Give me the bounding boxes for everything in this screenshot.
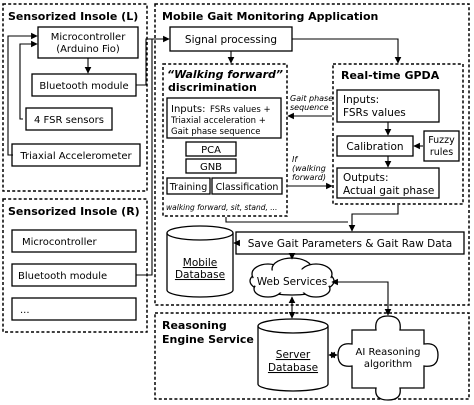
fuzzy-rules-sublabel: rules bbox=[430, 147, 453, 158]
microcontroller-right-label: Microcontroller bbox=[22, 237, 98, 248]
ellipsis-box bbox=[11, 297, 137, 321]
fuzzy-rules-label: Fuzzy bbox=[428, 135, 455, 146]
if-forward-label: forward) bbox=[292, 173, 326, 182]
mobile-app-panel bbox=[154, 3, 470, 306]
puzzle-piece-icon bbox=[337, 315, 439, 401]
gait-phase-label: Gait phase bbox=[290, 94, 333, 103]
gnb-box bbox=[185, 158, 237, 174]
insole-left-title: Sensorized Insole (L) bbox=[8, 10, 138, 23]
fsr-sensors-label: 4 FSR sensors bbox=[34, 115, 104, 126]
insole-right-panel bbox=[2, 198, 148, 333]
gpda-outputs-value: Actual gait phase bbox=[343, 185, 434, 197]
walking-forward-subtitle: discrimination bbox=[168, 81, 257, 94]
mobile-database-sublabel: Database bbox=[175, 269, 225, 281]
walking-forward-panel bbox=[162, 63, 288, 217]
microcontroller-right-box bbox=[11, 229, 137, 253]
calibration-box bbox=[336, 135, 414, 157]
microcontroller-left-sublabel: (Arduino Fio) bbox=[56, 44, 120, 55]
ellipsis-label: ... bbox=[20, 305, 30, 316]
ai-reasoning-label: AI Reasoning bbox=[356, 347, 421, 358]
save-data-label: Save Gait Parameters & Gait Raw Data bbox=[248, 238, 452, 250]
fuzzy-rules-box bbox=[423, 130, 460, 162]
gpda-inputs-box bbox=[336, 89, 440, 123]
mobile-database-label: Mobile bbox=[183, 257, 217, 269]
arrow-wf-to-save bbox=[225, 217, 348, 223]
wf-inputs-line3: Gait phase sequence bbox=[171, 127, 261, 137]
activities-label: walking forward, sit, stand, ... bbox=[166, 203, 277, 212]
insole-right-title: Sensorized Insole (R) bbox=[8, 205, 140, 218]
fsr-sensors-box bbox=[25, 107, 113, 131]
wf-inputs-box bbox=[166, 97, 282, 139]
walking-forward-title: “Walking forward” bbox=[167, 68, 283, 81]
arrow-accel-to-mcu bbox=[7, 32, 38, 156]
training-box bbox=[166, 177, 211, 195]
if-label: If bbox=[292, 155, 298, 164]
ai-reasoning-sublabel: algorithm bbox=[364, 359, 412, 370]
pca-box bbox=[185, 141, 237, 157]
insole-left-panel bbox=[2, 3, 148, 192]
classification-label: Classification bbox=[216, 182, 279, 193]
wf-inputs-line2: Triaxial acceleration + bbox=[170, 116, 266, 126]
reasoning-engine-subtitle: Engine Service bbox=[162, 333, 254, 346]
gpda-panel bbox=[332, 63, 464, 205]
training-label: Training bbox=[169, 182, 208, 193]
microcontroller-left-box bbox=[37, 26, 139, 59]
bluetooth-right-label: Bluetooth module bbox=[18, 271, 107, 282]
pca-label: PCA bbox=[201, 145, 221, 156]
gpda-outputs-box bbox=[336, 167, 440, 199]
calibration-label: Calibration bbox=[346, 141, 403, 153]
reasoning-engine-title: Reasoning bbox=[162, 319, 227, 332]
arrow-bluetooth-left-to-signal bbox=[136, 35, 170, 86]
mobile-database-icon bbox=[166, 225, 234, 298]
arrow-web-ai bbox=[331, 278, 392, 316]
classification-box bbox=[211, 177, 283, 195]
server-database-label: Server bbox=[276, 349, 311, 361]
wf-inputs-label: Inputs: bbox=[171, 104, 205, 115]
arrow-fsr-to-mcu bbox=[19, 40, 38, 120]
accelerometer-label: Triaxial Accelerometer bbox=[19, 151, 132, 162]
server-database-sublabel: Database bbox=[268, 362, 318, 374]
reasoning-engine-panel bbox=[154, 312, 470, 400]
server-database-icon bbox=[257, 318, 329, 392]
bluetooth-left-label: Bluetooth module bbox=[39, 81, 128, 92]
if-walking-label: (walking bbox=[292, 164, 326, 173]
mobile-app-title: Mobile Gait Monitoring Application bbox=[162, 10, 378, 23]
gpda-title: Real-time GPDA bbox=[341, 69, 440, 82]
gnb-label: GNB bbox=[200, 162, 222, 173]
wf-inputs-line1: FSRs values + bbox=[210, 105, 271, 115]
arrow-bluetooth-right-to-signal bbox=[136, 39, 153, 276]
web-services-label: Web Services bbox=[257, 276, 328, 288]
gpda-outputs-label: Outputs: bbox=[343, 172, 388, 184]
arrow-gpda-to-save bbox=[348, 205, 399, 232]
gpda-inputs-label: Inputs: bbox=[343, 94, 379, 106]
signal-processing-label: Signal processing bbox=[185, 34, 277, 46]
microcontroller-left-label: Microcontroller bbox=[51, 32, 127, 43]
gait-phase-sublabel: sequence bbox=[290, 103, 329, 112]
gpda-inputs-value: FSRs values bbox=[343, 107, 406, 119]
arrow-signal-to-gpda bbox=[292, 38, 402, 64]
